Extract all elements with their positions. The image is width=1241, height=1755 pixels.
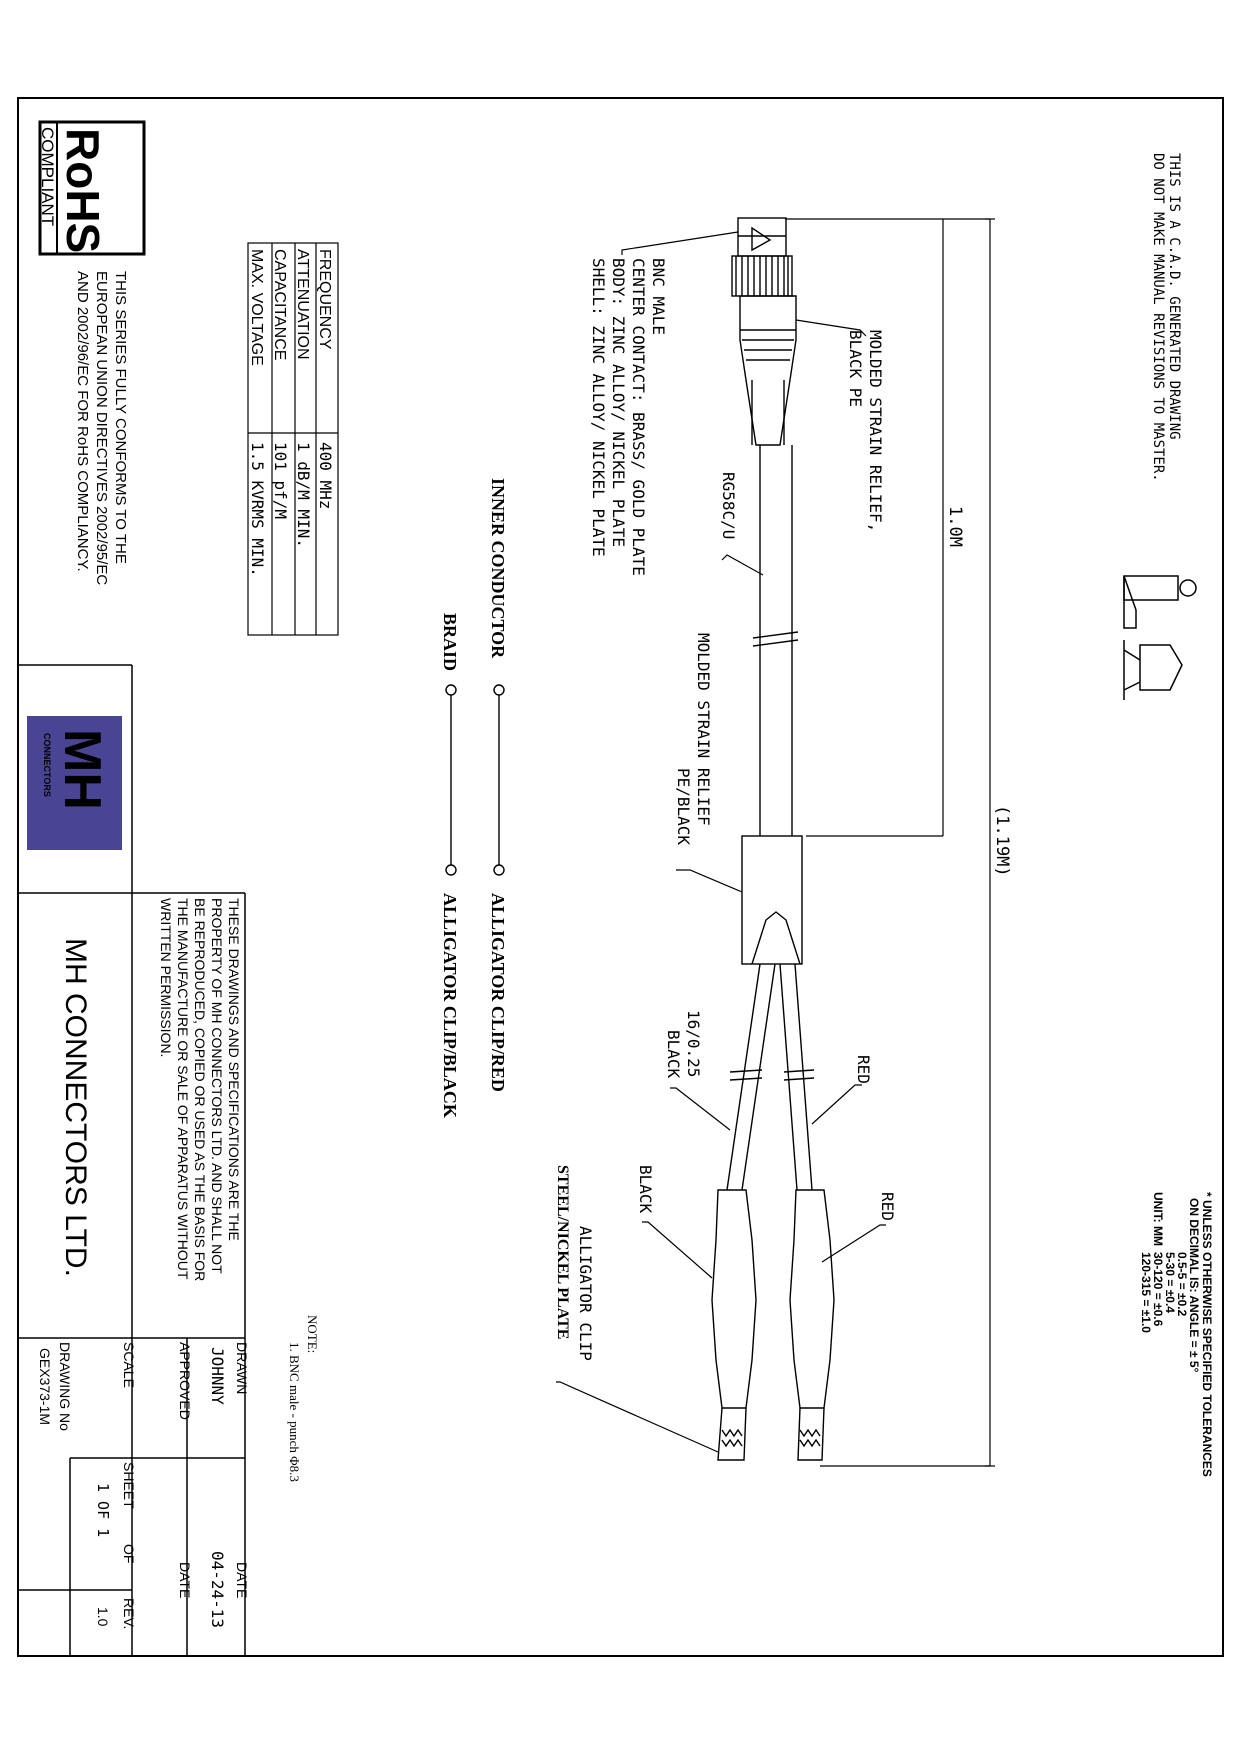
bnc-connector [731, 217, 797, 446]
spec-label: MAX. VOLTAGE [248, 249, 265, 366]
wiring-alligator-black: ALLIGATOR CLIP/BLACK [440, 893, 460, 1118]
spec-label: ATTENUATION [294, 249, 311, 360]
mh-logo-sub: CONNECTORS [42, 733, 52, 797]
date-value: 04-24-13 [208, 1551, 227, 1628]
tolerance-row: 30-120 = ±0.6 [1151, 1252, 1165, 1327]
title-area-lines [18, 664, 246, 1656]
wiring-schematic [445, 684, 505, 876]
callout-clip-2: STEEL/NICKEL PLATE [554, 1165, 571, 1339]
bnc-line3: BODY: ZINC ALLOY/ NICKEL PLATE [609, 258, 628, 547]
drawing-note: NOTE: 1. BNC male - punch Φ8.3 [287, 1315, 320, 1482]
note-title: NOTE: [305, 1315, 320, 1353]
bnc-line2: CENTER CONTACT: BRASS/ GOLD PLATE [629, 258, 648, 576]
property-notice: THESE DRAWINGS AND SPECIFICATIONS ARE TH… [158, 898, 242, 1281]
tolerance-title2: ON DECIMAL IS: ANGLE = ± 5° [1187, 1198, 1201, 1373]
rohs-statement: THIS SERIES FULLY CONFORMS TO THE EUROPE… [74, 271, 129, 585]
tolerance-block: * UNLESS OTHERWISE SPECIFIED TOLERANCES … [1139, 1192, 1214, 1477]
dimension-overall-label: (1.19M) [992, 805, 1012, 877]
rev-value: 1.0 [95, 1607, 111, 1627]
callout-split-strain-relief-1: MOLDED STRAIN RELIEF [694, 633, 713, 826]
rohs-logo: RoHS COMPLIANT [38, 120, 146, 256]
callout-clip-black: BLACK [636, 1165, 655, 1214]
company-name: MH CONNECTORS LTD. [59, 938, 92, 1277]
spec-table [247, 242, 339, 636]
spec-value: 101 pf/M [271, 442, 290, 519]
callout-clip-1: ALLIGATOR CLIP [576, 1226, 595, 1361]
callout-bnc-strain-relief-1: MOLDED STRAIN RELIEF, [866, 330, 885, 532]
spec-value: 400 MHz [316, 442, 335, 509]
approved-date-label: DATE [177, 1562, 193, 1598]
callout-wire-black-2: BLACK [664, 1030, 683, 1079]
spec-value: 1.5 KVRMS MIN. [248, 442, 267, 577]
bnc-description: BNC MALE CENTER CONTACT: BRASS/ GOLD PLA… [589, 258, 668, 576]
callout-cable-type: RG58C/U [719, 472, 738, 539]
property-line: THESE DRAWINGS AND SPECIFICATIONS ARE TH… [226, 898, 242, 1241]
callout-wire-black-1: 16/0.25 [684, 1010, 703, 1077]
property-line: PROPERTY OF MH CONNECTORS LTD. AND SHALL… [209, 898, 225, 1274]
tolerance-title1: * UNLESS OTHERWISE SPECIFIED TOLERANCES [1200, 1192, 1214, 1477]
mh-logo: MH CONNECTORS [27, 716, 122, 850]
dimension-cable-label: 1.0M [945, 506, 965, 547]
property-line: THE MANUFACTURE OR SALE OF APPARATUS WIT… [175, 898, 191, 1280]
drawing-no-label: DRAWING No [57, 1342, 73, 1431]
wiring-alligator-red: ALLIGATOR CLIP/RED [488, 893, 508, 1092]
callout-leaders [556, 231, 886, 1453]
of-label: OF [121, 1544, 137, 1563]
rohs-logo-text: RoHS [57, 128, 109, 253]
cad-notice-line2: DO NOT MAKE MANUAL REVISIONS TO MASTER. [1150, 153, 1166, 482]
tolerance-unit: UNIT: MM [1151, 1192, 1165, 1246]
property-line: BE REPRODUCED, COPIED OR USED AS THE BAS… [192, 898, 208, 1281]
split-molding [741, 835, 803, 965]
rohs-logo-sub: COMPLIANT [38, 127, 57, 226]
clip-black-body [711, 1189, 757, 1409]
cad-notice: THIS IS A C.A.D. GENERATED DRAWING DO NO… [1150, 153, 1182, 482]
rohs-line1: THIS SERIES FULLY CONFORMS TO THE [112, 271, 129, 564]
dimension-overall [785, 218, 995, 1467]
rev-label: REV. [121, 1598, 137, 1629]
rohs-line3: AND 2002/96/EC FOR RoHS COMPLIANCY. [74, 271, 91, 572]
mh-logo-text: MH [53, 729, 111, 810]
sheet-value: 1 OF 1 [94, 1483, 112, 1537]
cad-notice-line1: THIS IS A C.A.D. GENERATED DRAWING [1166, 153, 1182, 440]
cable-assembly [711, 217, 835, 1461]
tolerance-row: 0.5-5 = ±0.2 [1175, 1252, 1189, 1317]
tolerance-row: 5-30 = ±0.4 [1163, 1252, 1177, 1313]
approved-label: APPROVED [177, 1342, 193, 1420]
wiring-braid: BRAID [440, 613, 460, 671]
scale-label: SCALE [121, 1342, 137, 1388]
callout-clip-red: RED [878, 1192, 897, 1221]
callout-split-strain-relief-2: PE/BLACK [674, 768, 693, 845]
callout-bnc-strain-relief-2: BLACK PE [846, 330, 865, 407]
sheet-label: SHEET [121, 1462, 137, 1509]
note-item: 1. BNC male - punch Φ8.3 [287, 1342, 302, 1482]
spec-label: FREQUENCY [316, 249, 333, 350]
callout-wire-red: RED [854, 1055, 873, 1084]
bnc-line4: SHELL: ZINC ALLOY/ NICKEL PLATE [589, 258, 608, 557]
wiring-inner-conductor: INNER CONDUCTOR [488, 478, 508, 659]
spec-label: CAPACITANCE [271, 249, 288, 360]
bnc-line1: BNC MALE [649, 258, 668, 335]
drawn-value: JOHNNY [208, 1347, 227, 1405]
drawn-label: DRAWN [234, 1342, 250, 1394]
sheet-border [17, 97, 1224, 1657]
rohs-line2: EUROPEAN UNION DIRECTIVES 2002/95/EC [93, 271, 110, 585]
drawing-no-value: GEX373-1M [37, 1348, 53, 1425]
spec-value: 1 dB/M MIN. [294, 442, 313, 548]
date-label: DATE [234, 1562, 250, 1598]
property-line: WRITTEN PERMISSION. [158, 898, 174, 1057]
tolerance-row: 120-315 = ±1.0 [1139, 1252, 1153, 1333]
clip-red-body [789, 1189, 835, 1409]
projection-symbol [1123, 575, 1197, 700]
dimension-cable [806, 219, 944, 837]
